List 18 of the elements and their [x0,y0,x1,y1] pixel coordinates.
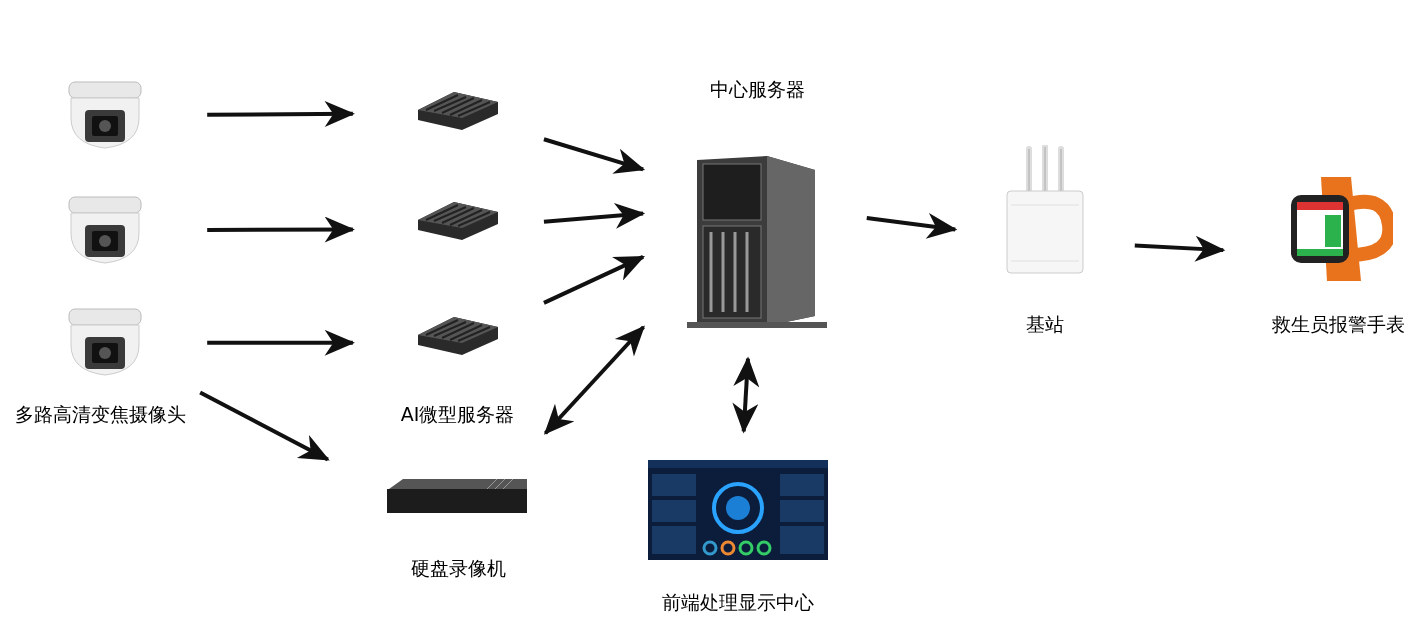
arrow [1134,235,1226,262]
arrow [543,137,646,174]
arrow [207,100,355,127]
arrow [543,202,646,229]
device-label: 中心服务器 [709,78,805,102]
arrow [207,329,355,356]
arrow [732,356,760,434]
device-label: 前端处理显示中心 [661,591,814,615]
device-label: 基站 [1026,313,1064,337]
arrow [199,390,330,462]
arrow [543,255,646,305]
arrow [207,216,355,243]
device-label: 硬盘录像机 [410,557,506,581]
group-label: AI微型服务器 [399,403,516,427]
arrow [543,325,645,435]
device-label: 救生员报警手表 [1271,313,1405,337]
arrow [866,213,958,239]
group-label: 多路高清变焦摄像头 [13,403,187,427]
